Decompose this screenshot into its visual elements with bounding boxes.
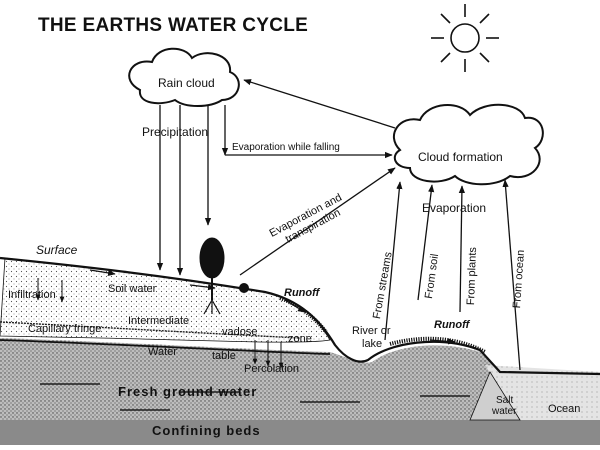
- cloud-formation-shape: [393, 103, 544, 186]
- runoff-slope-hatching: [279, 296, 328, 334]
- salt-water-wedge: [469, 371, 521, 421]
- saturated-zone-layer: [0, 338, 520, 420]
- salt-water-label-1: Salt: [496, 395, 514, 406]
- diagram-title: THE EARTHS WATER CYCLE: [38, 15, 309, 36]
- confining-beds-layer: [0, 420, 600, 445]
- ocean-label: Ocean: [548, 403, 581, 415]
- ocean-layer: [485, 365, 600, 420]
- water-table-label-1: Water: [148, 346, 177, 358]
- salt-water-label-2: water: [492, 406, 517, 417]
- vadose-label: vadose: [222, 326, 258, 338]
- small-plant-icon: [239, 283, 249, 293]
- runoff-label-2: Runoff: [434, 319, 470, 331]
- intermediate-label: Intermediate: [128, 315, 190, 327]
- water-table-line: [0, 339, 331, 355]
- evaporation-label: Evaporation: [422, 201, 487, 215]
- runoff-label-1: Runoff: [284, 287, 320, 299]
- rain-cloud-label: Rain cloud: [158, 76, 215, 90]
- river-label-2: lake: [362, 338, 383, 350]
- ground-surface-line: [0, 256, 600, 376]
- percolation-label: Percolation: [244, 363, 300, 375]
- infiltration-label: Infiltration: [8, 289, 56, 301]
- fresh-ground-water-label: Fresh ground water: [118, 384, 258, 399]
- capillary-fringe-line: [0, 321, 301, 339]
- precipitation-label: Precipitation: [142, 125, 209, 139]
- capillary-fringe-label: Capillary fringe: [28, 323, 102, 335]
- runoff-hatching: [389, 336, 486, 354]
- zone-label: zone: [288, 333, 312, 345]
- cloud-formation-label: Cloud formation: [418, 150, 503, 164]
- ground-cross-section: [0, 256, 600, 445]
- soil-water-label: Soil water: [108, 283, 157, 295]
- sun-icon: [431, 4, 499, 72]
- rain-cloud-shape: [128, 47, 240, 107]
- cycle-arrows: [89, 79, 521, 371]
- evaporation-falling-label: Evaporation while falling: [232, 142, 340, 153]
- from-plants-label: From plants: [465, 246, 480, 306]
- water-table-label-2: table: [212, 350, 236, 362]
- river-label-1: River or: [352, 325, 391, 337]
- surface-label: Surface: [36, 243, 78, 257]
- confining-beds-label: Confining beds: [152, 423, 261, 438]
